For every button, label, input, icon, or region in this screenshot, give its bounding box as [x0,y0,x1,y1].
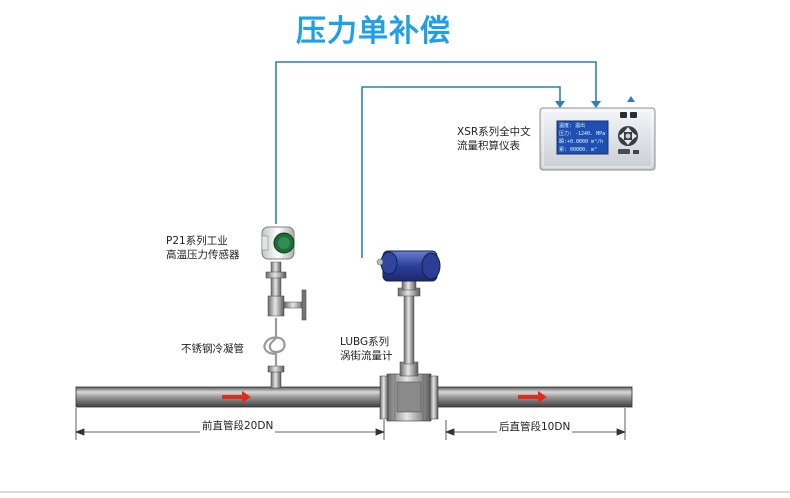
main-pipe [75,386,633,408]
condensing-pipe-label: 不锈钢冷凝管 [181,343,244,355]
pressure-transmitter-label-line2: 高温压力传感器 [166,249,240,261]
lcd-screen [556,120,609,155]
upstream-straight-run-label: 前直管段20DN [200,418,276,433]
keypad [618,112,639,154]
pressure-transmitter-assembly [261,226,307,389]
flow-direction-arrows [222,391,547,403]
signal-wiring [275,61,635,258]
pressure-transmitter-label: P21系列工业 高温压力传感器 [166,234,240,262]
vortex-flowmeter-label: LUBG系列 涡街流量计 [340,335,393,363]
display-instrument-label-line1: XSR系列全中文 [457,126,531,138]
lcd-readout: 温度: 温出 压力: -1240. MPa 瞬:+0.0000 m³/h 累: … [559,122,607,154]
pressure-transmitter-label-line1: P21系列工业 [166,235,228,247]
display-instrument-label-line2: 流量积算仪表 [457,140,520,152]
lcd-row-4: 累: 00000. m³ [559,147,598,153]
lcd-row-1: 温度: 温出 [559,123,586,129]
vortex-flowmeter-label-line2: 涡街流量计 [340,350,393,362]
downstream-straight-run-label: 后直管段10DN [497,419,573,434]
vortex-flowmeter-label-line1: LUBG系列 [340,336,390,348]
lcd-row-2: 压力: -1240. MPa [559,131,606,137]
display-instrument-label: XSR系列全中文 流量积算仪表 [457,125,531,153]
vortex-flowmeter [376,250,441,422]
xsr-flow-totalizer [539,107,656,171]
page-title: 压力单补偿 [296,14,451,49]
lcd-row-3: 瞬:+0.0000 m³/h [559,139,604,145]
